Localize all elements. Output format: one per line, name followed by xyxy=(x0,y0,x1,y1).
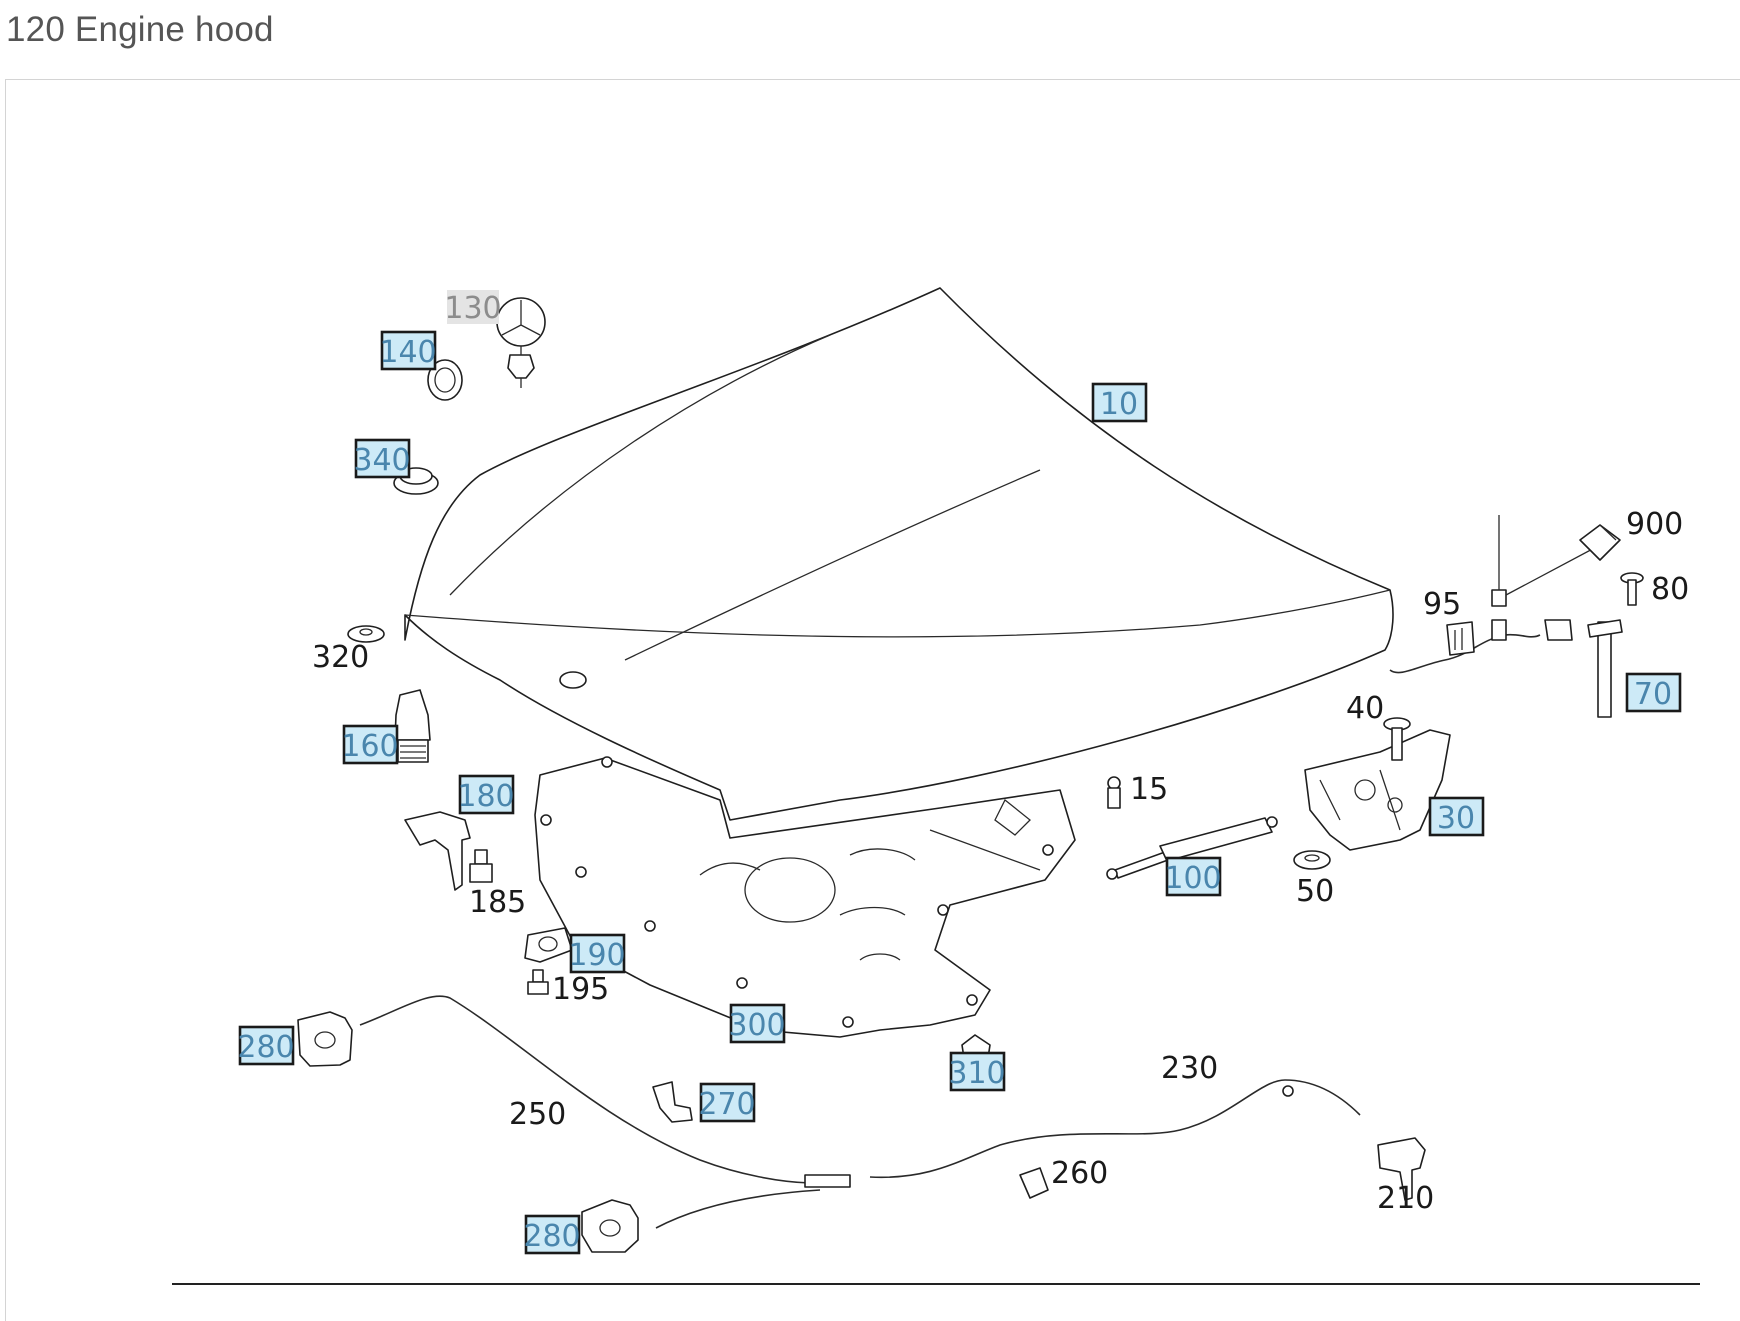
callout-280-upper[interactable]: 280 xyxy=(237,1025,295,1066)
svg-text:10: 10 xyxy=(1100,387,1138,422)
svg-text:140: 140 xyxy=(379,335,436,370)
callout-230: 230 xyxy=(1161,1051,1218,1086)
callout-320: 320 xyxy=(312,640,369,675)
callout-100[interactable]: 100 xyxy=(1164,856,1222,897)
hood-release-handle-upper xyxy=(297,1011,353,1067)
svg-text:180: 180 xyxy=(457,779,514,814)
bushing xyxy=(1293,850,1331,870)
callout-210: 210 xyxy=(1377,1181,1434,1216)
svg-text:190: 190 xyxy=(568,938,625,973)
callout-300[interactable]: 300 xyxy=(728,1003,786,1044)
svg-text:270: 270 xyxy=(698,1087,755,1122)
callout-140[interactable]: 140 xyxy=(379,330,437,371)
safety-catch xyxy=(1377,1137,1426,1201)
svg-text:280: 280 xyxy=(523,1219,580,1254)
bolt xyxy=(469,849,493,883)
release-holder xyxy=(652,1081,693,1123)
bowden-cable-rear xyxy=(869,1079,1361,1179)
callout-70[interactable]: 70 xyxy=(1625,672,1682,713)
hood-insulation-mat xyxy=(534,756,1076,1038)
callout-340[interactable]: 340 xyxy=(353,438,411,479)
washer xyxy=(347,625,385,643)
callout-270[interactable]: 270 xyxy=(698,1082,756,1123)
svg-text:70: 70 xyxy=(1634,677,1672,712)
callout-40: 40 xyxy=(1346,691,1384,726)
callout-80: 80 xyxy=(1651,572,1689,607)
svg-text:340: 340 xyxy=(353,443,410,478)
ball-stud xyxy=(1107,776,1121,809)
callout-30[interactable]: 30 xyxy=(1428,796,1485,837)
svg-text:280: 280 xyxy=(237,1030,294,1065)
page-title: 120 Engine hood xyxy=(6,10,274,49)
callout-195: 195 xyxy=(552,972,609,1007)
bowden-cable-front xyxy=(359,995,851,1229)
svg-text:310: 310 xyxy=(948,1056,1005,1091)
hood-hinge xyxy=(404,811,471,891)
hood-buffer xyxy=(524,927,573,963)
svg-text:30: 30 xyxy=(1437,801,1475,836)
callout-900: 900 xyxy=(1626,507,1683,542)
lock-bolt xyxy=(1383,717,1411,761)
star-emblem xyxy=(496,297,546,388)
callout-50: 50 xyxy=(1296,874,1334,909)
svg-text:300: 300 xyxy=(728,1008,785,1043)
callout-10[interactable]: 10 xyxy=(1091,382,1148,423)
connector xyxy=(1446,621,1475,656)
hood-release-handle-lower xyxy=(581,1199,639,1253)
callout-250: 250 xyxy=(509,1097,566,1132)
callout-130[interactable]: 130 xyxy=(444,290,502,326)
callout-280-lower[interactable]: 280 xyxy=(523,1214,581,1255)
hood-contact-switch xyxy=(1389,515,1623,718)
diagram-frame xyxy=(5,79,1740,1321)
callout-15: 15 xyxy=(1130,772,1168,807)
callout-185: 185 xyxy=(469,885,526,920)
rubber-bumper xyxy=(394,689,431,763)
callout-190[interactable]: 190 xyxy=(568,933,626,974)
gas-strut xyxy=(1106,816,1278,880)
callout-180[interactable]: 180 xyxy=(457,774,515,815)
engine-hood-panel xyxy=(404,287,1394,821)
callout-260: 260 xyxy=(1051,1156,1108,1191)
hood-lock xyxy=(1304,729,1451,851)
screw xyxy=(527,969,549,995)
svg-text:130: 130 xyxy=(444,291,501,326)
svg-text:160: 160 xyxy=(341,729,398,764)
svg-text:100: 100 xyxy=(1164,861,1221,896)
warning-label xyxy=(1579,524,1621,561)
callout-160[interactable]: 160 xyxy=(341,724,399,765)
cable-holder xyxy=(1019,1167,1049,1199)
emblem-seal-ring xyxy=(427,359,463,401)
callout-310[interactable]: 310 xyxy=(948,1051,1006,1092)
fastening-screw xyxy=(1620,572,1644,606)
callout-95: 95 xyxy=(1423,587,1461,622)
